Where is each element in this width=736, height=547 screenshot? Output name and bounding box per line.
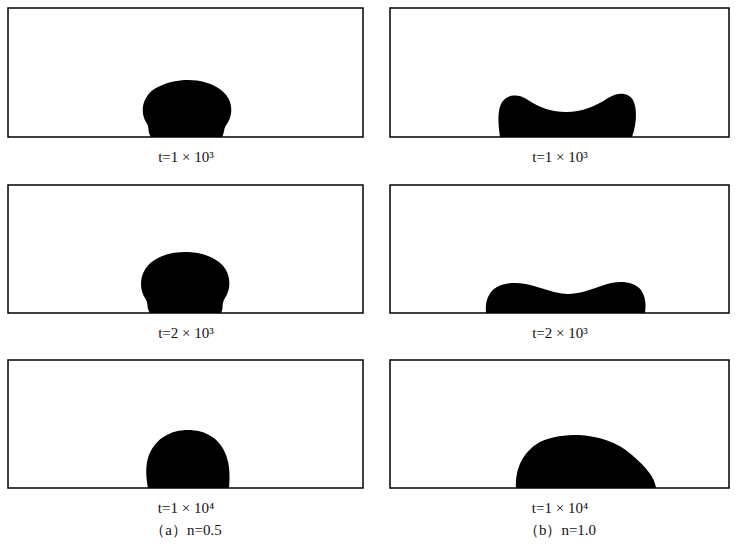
panel-frame bbox=[390, 8, 729, 137]
panel-frame bbox=[8, 8, 363, 137]
panel-frame bbox=[390, 360, 729, 488]
droplet bbox=[498, 94, 636, 137]
droplet bbox=[141, 252, 229, 313]
panel-frame bbox=[8, 185, 363, 313]
time-label: t=2 × 10³ bbox=[158, 325, 214, 342]
panel-frame bbox=[390, 185, 729, 313]
droplet bbox=[143, 80, 232, 137]
time-label: t=1 × 10³ bbox=[532, 149, 588, 166]
time-label: t=1 × 10⁴ bbox=[158, 500, 214, 517]
panel-frames bbox=[8, 8, 729, 488]
time-label: t=2 × 10³ bbox=[532, 325, 588, 342]
time-label: t=1 × 10³ bbox=[158, 149, 214, 166]
droplet bbox=[486, 282, 646, 313]
droplets bbox=[141, 80, 656, 488]
droplet bbox=[516, 435, 656, 488]
panel-frame bbox=[8, 360, 363, 488]
subfigure-caption: （b）n=1.0 bbox=[524, 522, 596, 539]
subfigure-caption: （a）n=0.5 bbox=[150, 522, 221, 539]
time-label: t=1 × 10⁴ bbox=[532, 500, 588, 517]
droplet bbox=[146, 430, 229, 488]
